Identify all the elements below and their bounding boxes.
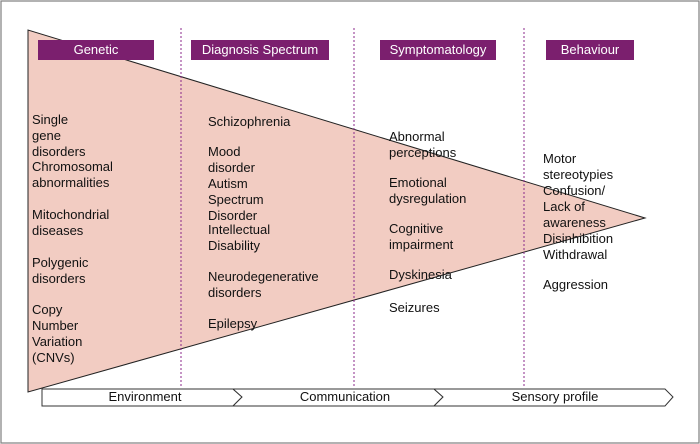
bar-label-environment: Environment — [108, 389, 182, 404]
header-genetic: Genetic — [38, 40, 154, 60]
diagnosis-item: Schizophrenia — [208, 114, 291, 129]
header-symptomatology: Symptomatology — [380, 40, 496, 60]
behaviour-item: Motor stereotypies — [543, 151, 614, 182]
behaviour-item: Aggression — [543, 277, 609, 292]
genetic-item: Single gene disorders — [32, 112, 86, 159]
genetic-item: Chromosomal abnormalities — [32, 159, 113, 190]
symptom-item: Abnormal perceptions — [389, 129, 457, 160]
genetic-item: Copy Number Variation (CNVs) — [32, 302, 83, 365]
header-diagnosis-spectrum: Diagnosis Spectrum — [191, 40, 329, 60]
behaviour-item: Confusion/ Lack of awareness — [543, 183, 606, 230]
diagnosis-item: Neurodegenerative disorders — [208, 269, 319, 300]
symptom-item: Dyskinesia — [389, 267, 452, 282]
bar-label-sensory-profile: Sensory profile — [511, 389, 599, 404]
symptom-item: Cognitive impairment — [389, 221, 454, 252]
header-behaviour: Behaviour — [546, 40, 634, 60]
diagnosis-item: Autism Spectrum Disorder — [208, 176, 264, 223]
symptom-item: Seizures — [389, 300, 440, 315]
genetic-item: Polygenic disorders — [32, 255, 89, 286]
bar-label-communication: Communication — [299, 389, 391, 404]
symptom-item: Emotional dysregulation — [389, 175, 467, 206]
diagnosis-item: Mood disorder — [208, 144, 255, 175]
genetic-item: Mitochondrial diseases — [32, 207, 110, 238]
funnel-triangle — [27, 29, 647, 393]
behaviour-item: Disinhibition Withdrawal — [543, 231, 614, 262]
diagnosis-item: Intellectual Disability — [208, 222, 271, 253]
diagnosis-item: Epilepsy — [208, 316, 258, 331]
bar-segment-sensory-profile — [432, 388, 674, 407]
